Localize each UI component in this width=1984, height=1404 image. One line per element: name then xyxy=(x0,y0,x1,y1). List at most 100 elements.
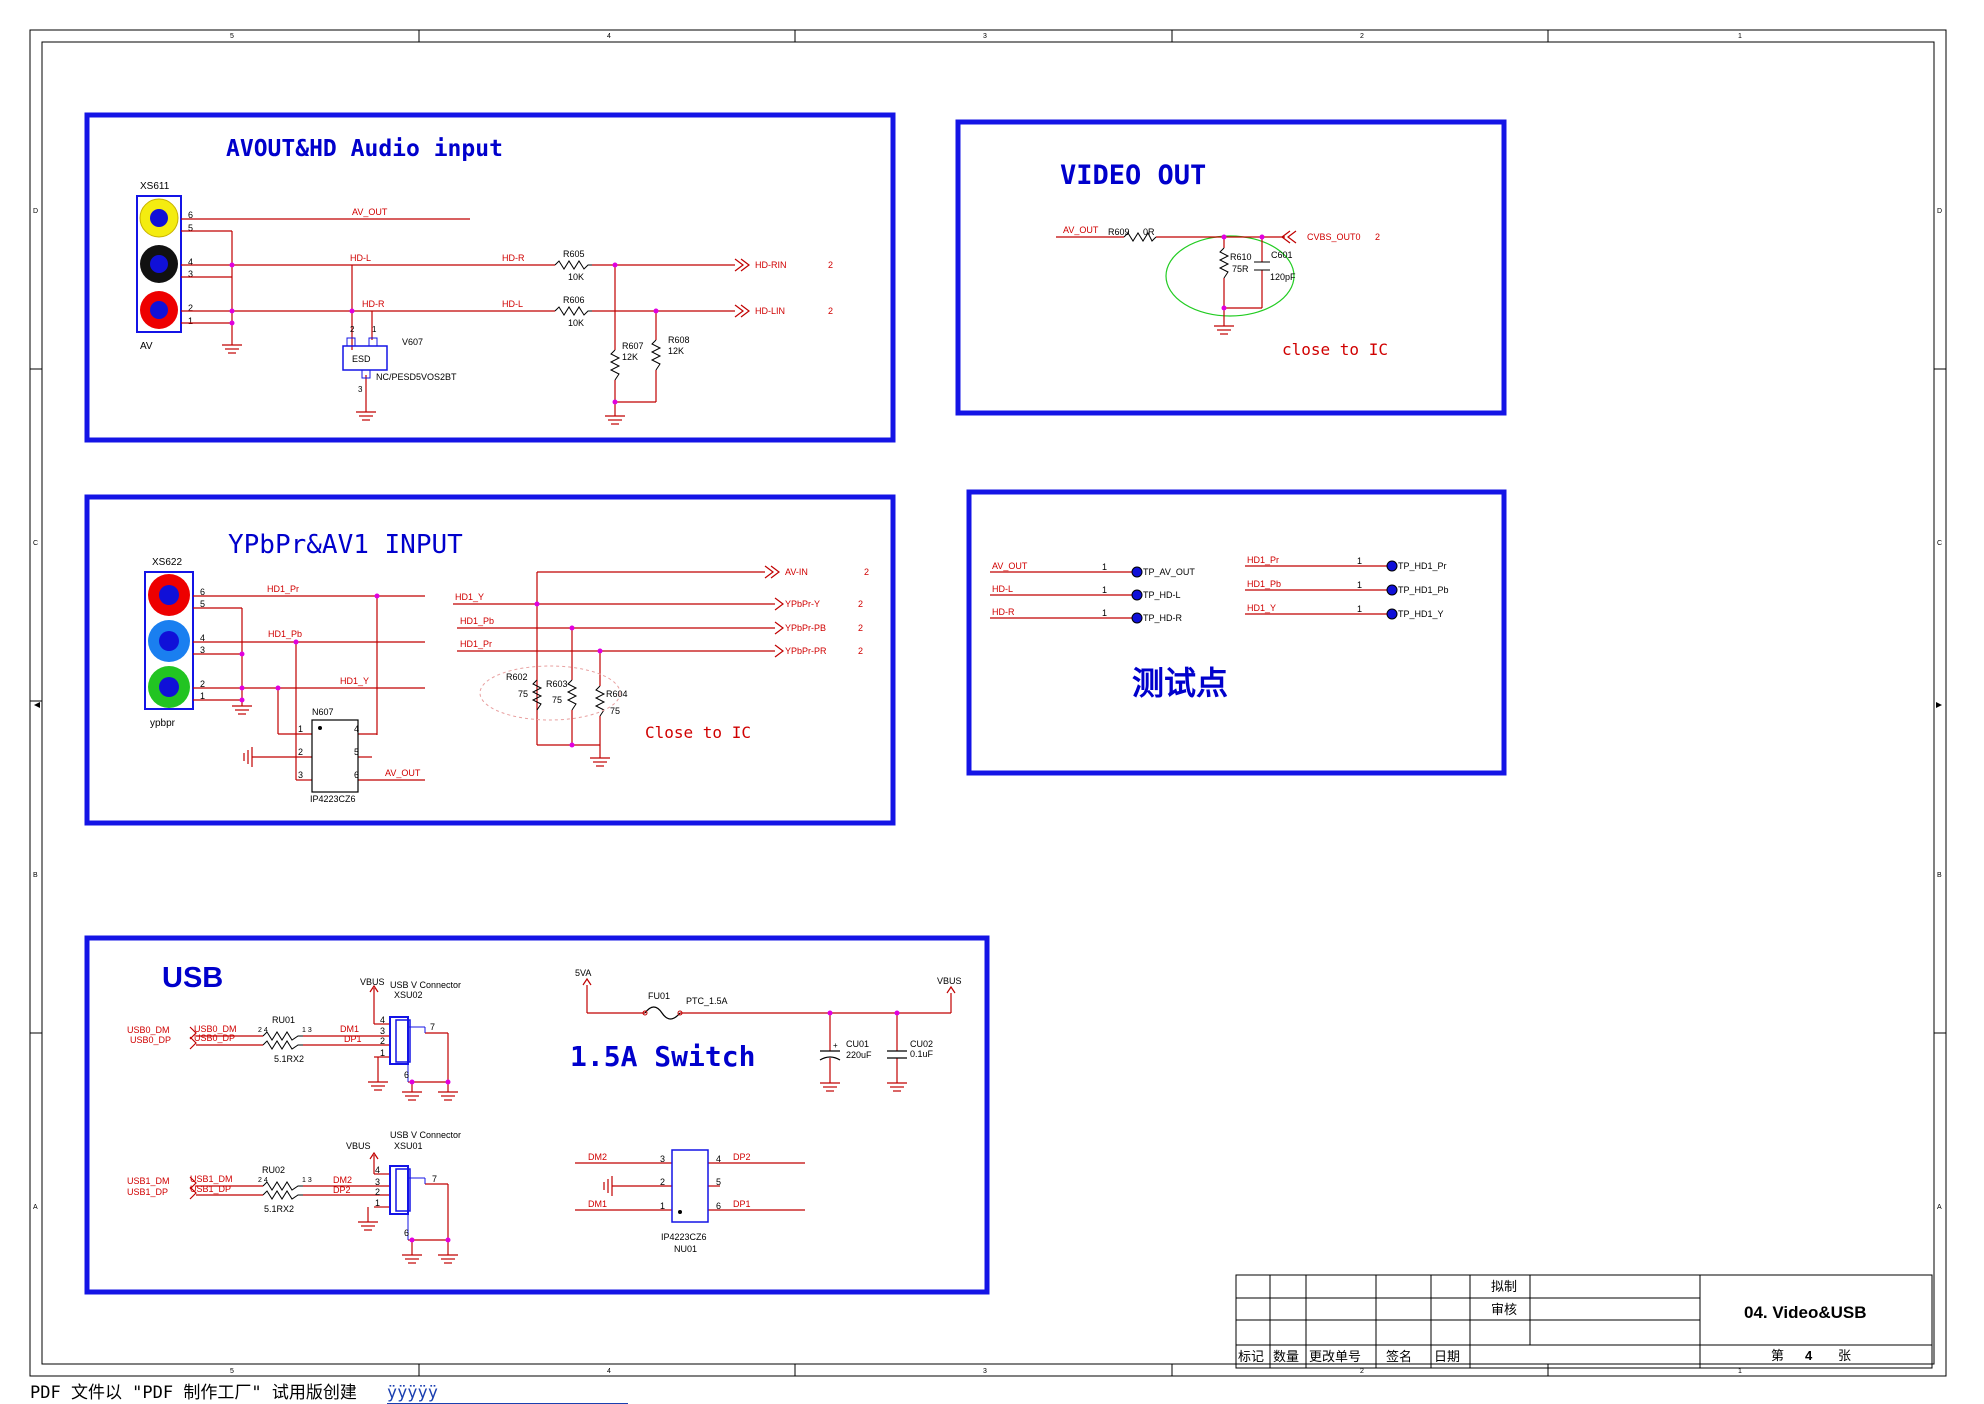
fu01-ref: FU01 xyxy=(648,991,670,1001)
testpoint-icon xyxy=(1131,566,1143,578)
junction-dots xyxy=(229,262,659,405)
r603-ref: R603 xyxy=(546,679,568,689)
pin-number: 4 xyxy=(375,1165,380,1175)
pin-number: 3 xyxy=(298,770,303,780)
ground-icon xyxy=(438,1254,458,1264)
pin-number: 2 xyxy=(660,1177,665,1187)
col-label: 3 xyxy=(983,33,987,40)
page-ref: 2 xyxy=(858,646,863,656)
header-qty: 数量 xyxy=(1273,1349,1299,1364)
esd-pin-icon xyxy=(361,369,371,379)
col-label: 1 xyxy=(1738,1368,1742,1375)
net-hd1-y: HD1_Y xyxy=(340,676,369,686)
xs622-ref: XS622 xyxy=(152,557,182,568)
switch-title: 1.5A Switch xyxy=(570,1040,755,1073)
col-label: 5 xyxy=(230,33,234,40)
usb0-dm: USB0_DM xyxy=(127,1025,170,1035)
title-block xyxy=(1235,1274,1933,1369)
net-hd-r: HD-R xyxy=(362,299,385,309)
nu01-ref: NU01 xyxy=(674,1244,697,1254)
video-out-box xyxy=(955,119,1507,416)
pin-number: 3 xyxy=(660,1154,665,1164)
net-av-out: AV_OUT xyxy=(1063,225,1099,235)
draft-label: 拟制 xyxy=(1491,1279,1517,1294)
testpoint-icon xyxy=(1131,589,1143,601)
page-ref: 2 xyxy=(1375,232,1380,242)
c601-val: 120pF xyxy=(1270,272,1296,282)
col-label: 4 xyxy=(607,33,611,40)
pin-number: 1 xyxy=(188,316,193,326)
r610-zigzag xyxy=(1218,247,1230,279)
ground-icon xyxy=(820,1082,840,1092)
page-ref: 2 xyxy=(858,623,863,633)
junction-dots xyxy=(239,593,603,748)
r605-val: 10K xyxy=(568,272,584,282)
usb1-connector-pins xyxy=(395,1168,411,1212)
nu01-net-labels: DM2 DM1 DP2 DP1 xyxy=(588,1152,751,1209)
fuse-pin-icon xyxy=(677,1010,683,1016)
page-ref: 2 xyxy=(864,567,869,577)
net-av-out: AV_OUT xyxy=(352,207,388,217)
ru-pin-numbers: 2 4 xyxy=(258,1177,268,1184)
r605-ref: R605 xyxy=(563,249,585,259)
ground-icon xyxy=(605,412,625,425)
net-av-out: AV_OUT xyxy=(385,768,421,778)
row-label: D xyxy=(33,208,38,215)
row-label: C xyxy=(1937,540,1942,547)
testpoint-pin: 1 xyxy=(1102,608,1107,618)
ru02-ref: RU02 xyxy=(262,1165,285,1175)
vbus-label: VBUS xyxy=(360,977,385,987)
net-dp1: DP1 xyxy=(733,1199,751,1209)
testpoint-net: HD-R xyxy=(992,607,1015,617)
testpoint-net: HD1_Pr xyxy=(1247,555,1279,565)
frame-labels: 5 4 3 2 1 5 4 3 2 1 D C B A D C B A xyxy=(33,33,1942,1375)
row-label: C xyxy=(33,540,38,547)
header-date: 日期 xyxy=(1434,1349,1460,1364)
xs611-ref: XS611 xyxy=(140,181,170,192)
capacitor-icon xyxy=(819,1050,907,1061)
ypbpr-net-labels: HD1_Pr HD1_Pb HD1_Y AV_OUT HD1_Y HD1_Pb … xyxy=(267,567,869,778)
testpoint-icon xyxy=(1386,584,1398,596)
avout-resistors xyxy=(554,260,662,381)
footer-link[interactable]: ÿÿÿÿÿ xyxy=(386,1383,629,1404)
r604-val: 75 xyxy=(610,706,620,716)
ypbpr-box xyxy=(84,494,896,826)
col-label: 5 xyxy=(230,1368,234,1375)
pin-number: 6 xyxy=(404,1228,409,1238)
net-dm2: DM2 xyxy=(333,1175,352,1185)
ground-icon xyxy=(402,1254,422,1264)
esd-pin-icon xyxy=(346,337,356,347)
drawing-frame xyxy=(29,29,1947,1377)
usb-title: USB xyxy=(162,962,223,994)
close-to-ic-note: Close to IC xyxy=(645,723,751,742)
r602-ref: R602 xyxy=(506,672,528,682)
net-dm2: DM2 xyxy=(588,1152,607,1162)
testpoint-label: TP_AV_OUT xyxy=(1143,567,1195,577)
usb1-circuit: USB1_DM USB1_DP USB1_DM USB1_DP DM2 DP2 … xyxy=(127,1130,461,1264)
r606-ref: R606 xyxy=(563,295,585,305)
testpoint-icon xyxy=(1386,560,1398,572)
pin-number: 3 xyxy=(380,1026,385,1036)
junction-dots xyxy=(827,1010,900,1016)
pin-number: 5 xyxy=(200,599,205,609)
testpoint-label: TP_HD1_Y xyxy=(1398,609,1444,619)
cu01-ref: CU01 xyxy=(846,1039,869,1049)
pin-number: 2 xyxy=(380,1036,385,1046)
pin-number: 3 xyxy=(188,269,193,279)
placement-ellipse xyxy=(1165,235,1295,317)
esd-pin-icon xyxy=(368,337,378,347)
row-label: B xyxy=(33,872,38,879)
ground-icon xyxy=(243,747,253,767)
net-hd-r2: HD-R xyxy=(502,253,525,263)
fuse-wires xyxy=(582,977,956,1083)
pin-number: 6 xyxy=(200,587,205,597)
r606-val: 10K xyxy=(568,318,584,328)
usb0-net-labels: USB0_DM USB0_DP USB0_DM USB0_DP DM1 DP1 xyxy=(127,1024,362,1045)
net-dm1: DM1 xyxy=(588,1199,607,1209)
testpoint-icon xyxy=(1131,612,1143,624)
ru02-zigzag xyxy=(262,1181,303,1200)
pin-number: 2 xyxy=(298,747,303,757)
cu02-ref: CU02 xyxy=(910,1039,933,1049)
avout-wires xyxy=(181,218,735,412)
